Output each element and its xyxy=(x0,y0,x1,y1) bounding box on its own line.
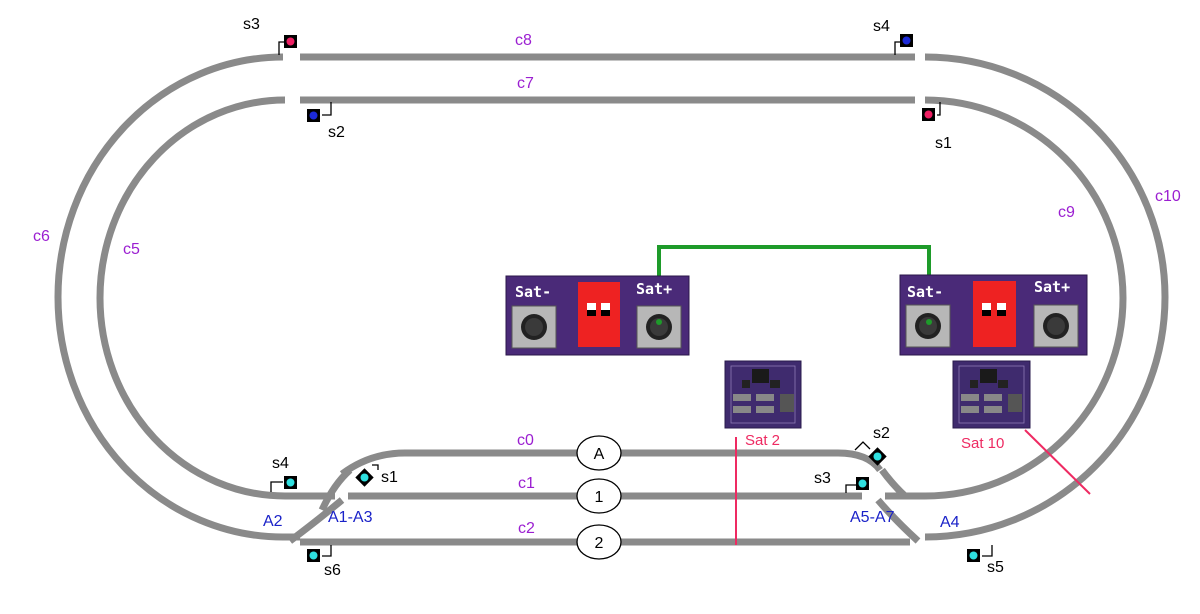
switch-a2-track xyxy=(287,497,345,544)
svg-text:1: 1 xyxy=(595,489,604,506)
board-right-minus-label: Sat- xyxy=(907,283,943,301)
pushbutton-icon xyxy=(905,304,951,348)
board-left-plus-label: Sat+ xyxy=(636,280,672,298)
control-board-left: Sat- Sat+ xyxy=(505,275,690,356)
green-wire-end-left xyxy=(656,319,662,325)
track-c0 xyxy=(339,449,883,477)
label-sat2: Sat 2 xyxy=(745,432,780,449)
block-2: 2 xyxy=(576,524,622,560)
pushbutton-icon xyxy=(511,305,557,349)
label-switch-a4: A4 xyxy=(940,514,960,531)
switch-a1-a3-track xyxy=(318,467,353,512)
signal-cyan-icon xyxy=(309,551,318,560)
switch-a4-track xyxy=(875,497,921,544)
green-wire-end-right xyxy=(926,319,932,325)
signal-cyan-icon xyxy=(858,479,867,488)
signal-cyan-icon xyxy=(360,473,369,482)
label-c0: c0 xyxy=(517,432,534,449)
pushbutton-icon xyxy=(636,305,682,349)
signal-blue-icon xyxy=(309,111,318,120)
signal-s1-station xyxy=(355,464,379,487)
label-sensor-s3-station: s3 xyxy=(814,470,831,487)
label-c8: c8 xyxy=(515,32,532,49)
pushbutton-icon xyxy=(1033,304,1079,348)
signal-s4-outer xyxy=(894,34,913,55)
block-1: 1 xyxy=(576,478,622,514)
dip-switch-icon xyxy=(578,282,620,347)
switch-a5-a7-track xyxy=(879,467,908,499)
label-switch-a2: A2 xyxy=(263,513,283,530)
satellite-board-sat10 xyxy=(952,360,1031,429)
signal-s1-outer xyxy=(922,102,941,121)
signal-blue-icon xyxy=(902,36,911,45)
label-switch-a1-a3: A1-A3 xyxy=(328,509,373,526)
signal-cyan-icon xyxy=(969,551,978,560)
satellite-board-sat2 xyxy=(724,360,802,429)
label-sensor-s1-station: s1 xyxy=(381,469,398,486)
label-sensor-s3-outer: s3 xyxy=(243,16,260,33)
control-board-right: Sat- Sat+ xyxy=(899,274,1088,356)
signal-s5-station xyxy=(967,545,993,562)
track-c6 xyxy=(54,53,300,541)
label-sensor-s5-station: s5 xyxy=(987,559,1004,576)
svg-text:A: A xyxy=(594,446,605,463)
sat10-wire xyxy=(1024,429,1091,495)
signal-s4-station xyxy=(270,476,297,492)
board-left-minus-label: Sat- xyxy=(515,283,551,301)
label-sensor-s2-outer: s2 xyxy=(328,124,345,141)
label-sensor-s2-station: s2 xyxy=(873,425,890,442)
signal-s3-outer xyxy=(278,35,297,55)
signal-s2-station xyxy=(854,441,887,466)
signal-s2-outer xyxy=(307,102,332,122)
label-switch-a5-a7: A5-A7 xyxy=(850,509,895,526)
label-c7: c7 xyxy=(517,75,534,92)
label-sensor-s1-outer: s1 xyxy=(935,135,952,152)
label-c10: c10 xyxy=(1155,188,1181,205)
track-c9 xyxy=(885,96,1127,500)
board-right-plus-label: Sat+ xyxy=(1034,278,1070,296)
label-sensor-s4-station: s4 xyxy=(272,455,289,472)
signal-cyan-icon xyxy=(873,452,882,461)
track-c10 xyxy=(924,53,1169,541)
dip-switch-icon xyxy=(973,281,1016,347)
label-c5: c5 xyxy=(123,241,140,258)
signal-s6-station xyxy=(307,545,332,562)
track-c5 xyxy=(96,96,335,500)
label-c1: c1 xyxy=(518,475,535,492)
label-c9: c9 xyxy=(1058,204,1075,221)
green-wire xyxy=(657,245,931,322)
signal-red-icon xyxy=(286,37,295,46)
label-c2: c2 xyxy=(518,520,535,537)
svg-text:2: 2 xyxy=(595,535,604,552)
block-a: A xyxy=(576,435,622,471)
label-sat10: Sat 10 xyxy=(961,435,1004,452)
signal-cyan-icon xyxy=(286,478,295,487)
signal-red-icon xyxy=(924,110,933,119)
label-c6: c6 xyxy=(33,228,50,245)
label-sensor-s4-outer: s4 xyxy=(873,18,890,35)
label-sensor-s6-station: s6 xyxy=(324,562,341,579)
signal-s3-station xyxy=(845,477,869,493)
